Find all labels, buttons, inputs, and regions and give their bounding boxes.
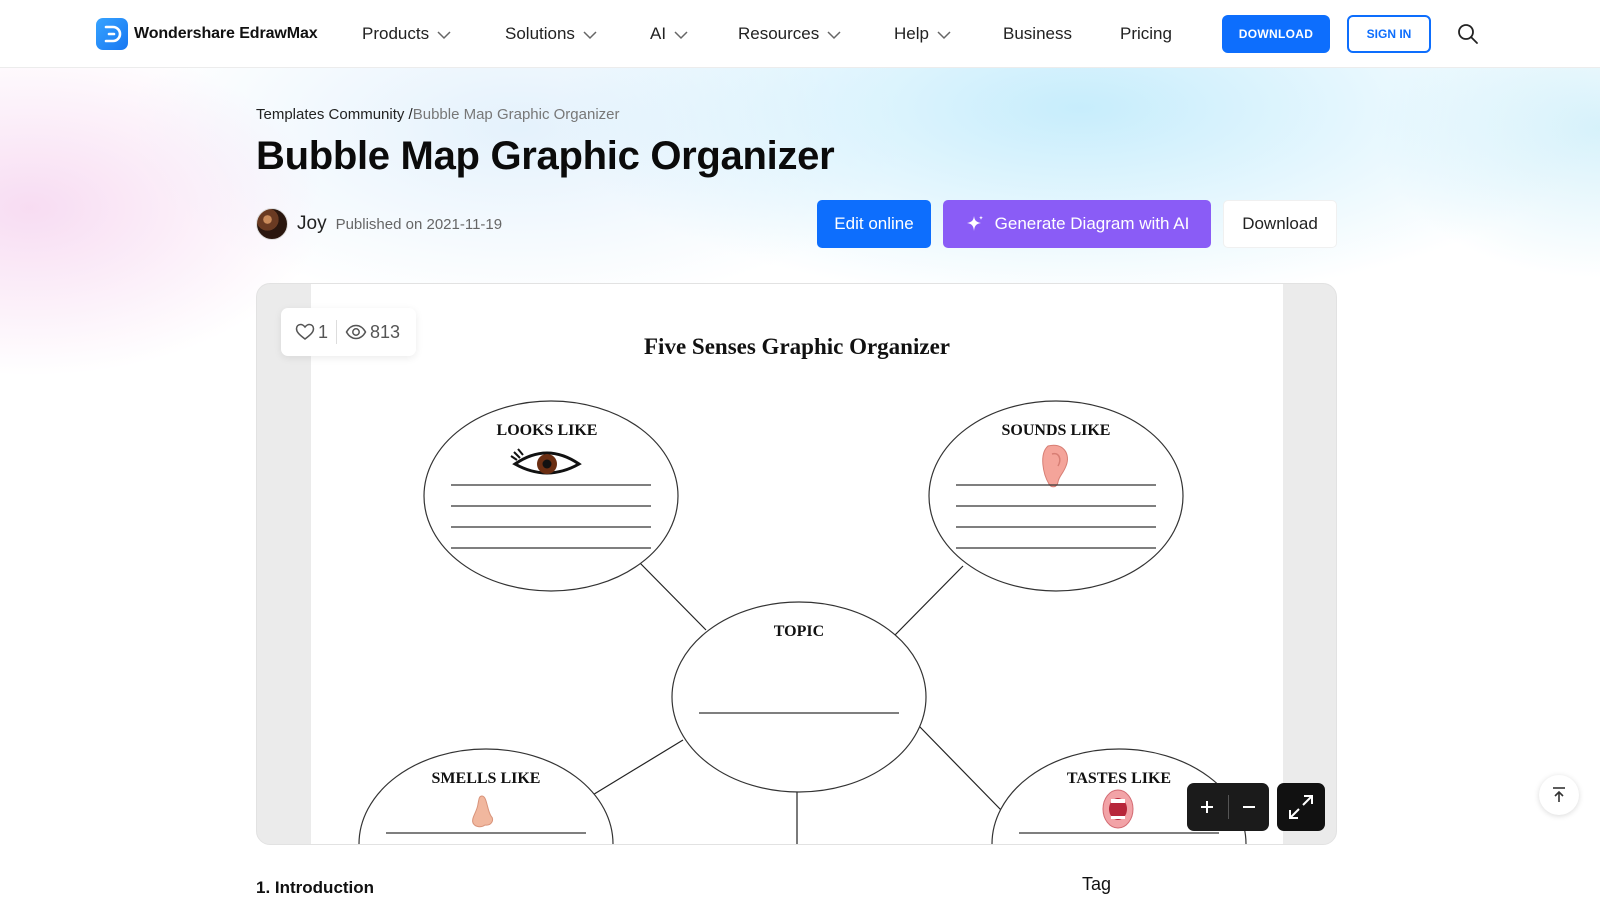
mouth-icon bbox=[1102, 789, 1134, 829]
view-count: 813 bbox=[370, 321, 401, 342]
zoom-controls bbox=[1187, 783, 1269, 831]
template-preview[interactable]: Five Senses Graphic Organizer LOOKS LIKE bbox=[256, 283, 1337, 845]
diagram-canvas: Five Senses Graphic Organizer LOOKS LIKE bbox=[311, 284, 1283, 844]
nav-business[interactable]: Business bbox=[1003, 22, 1072, 46]
stats-card: 1 813 bbox=[281, 308, 416, 356]
nav-products[interactable]: Products bbox=[362, 22, 451, 46]
diagram-title: Five Senses Graphic Organizer bbox=[644, 334, 950, 359]
eye-icon bbox=[510, 448, 582, 475]
top-navigation: Wondershare EdrawMax Products Solutions … bbox=[0, 0, 1600, 68]
chevron-down-icon bbox=[437, 30, 451, 39]
stats-divider bbox=[336, 320, 338, 344]
sign-in-button[interactable]: SIGN IN bbox=[1347, 15, 1431, 53]
like-counter[interactable]: 1 bbox=[295, 322, 328, 343]
bubble-looks-like-label: LOOKS LIKE bbox=[497, 422, 598, 439]
breadcrumb-parent-link[interactable]: Templates Community / bbox=[256, 106, 413, 123]
fullscreen-button[interactable] bbox=[1277, 783, 1325, 831]
nav-products-label: Products bbox=[362, 24, 430, 43]
chevron-down-icon bbox=[583, 30, 597, 39]
edit-online-button[interactable]: Edit online bbox=[817, 200, 931, 248]
bubble-tastes-like-label: TASTES LIKE bbox=[1067, 770, 1171, 787]
minus-icon bbox=[1242, 806, 1255, 808]
nav-business-label: Business bbox=[1003, 24, 1072, 43]
sparkle-icon bbox=[966, 215, 983, 231]
bubble-sounds-like-label: SOUNDS LIKE bbox=[1002, 422, 1111, 439]
bubble-tastes-like: TASTES LIKE bbox=[991, 748, 1247, 844]
eye-icon bbox=[345, 324, 367, 340]
bubble-sounds-like: SOUNDS LIKE bbox=[928, 400, 1184, 592]
bubble-topic-label: TOPIC bbox=[774, 623, 824, 640]
chevron-down-icon bbox=[674, 30, 688, 39]
plus-icon bbox=[1201, 801, 1214, 813]
section-introduction-heading: 1. Introduction bbox=[256, 878, 375, 897]
view-counter: 813 bbox=[345, 322, 400, 343]
header-download-button[interactable]: DOWNLOAD bbox=[1222, 15, 1330, 53]
nav-resources-label: Resources bbox=[738, 24, 820, 43]
nav-solutions[interactable]: Solutions bbox=[505, 22, 597, 46]
chevron-down-icon bbox=[937, 30, 951, 39]
author-avatar[interactable] bbox=[256, 208, 288, 240]
author-row: Joy Published on 2021-11-19 bbox=[256, 208, 502, 240]
tag-heading: Tag bbox=[1082, 874, 1112, 894]
published-date: Published on 2021-11-19 bbox=[335, 215, 503, 233]
arrow-up-icon bbox=[1553, 787, 1565, 802]
generate-diagram-ai-label: Generate Diagram with AI bbox=[994, 214, 1190, 233]
breadcrumb: Templates Community /Bubble Map Graphic … bbox=[256, 106, 620, 123]
like-count: 1 bbox=[318, 321, 329, 342]
download-button[interactable]: Download bbox=[1223, 200, 1337, 248]
nav-pricing[interactable]: Pricing bbox=[1120, 22, 1172, 46]
nav-resources[interactable]: Resources bbox=[738, 22, 841, 46]
zoom-in-button[interactable] bbox=[1187, 783, 1228, 831]
back-to-top-button[interactable] bbox=[1539, 775, 1579, 815]
nav-ai[interactable]: AI bbox=[650, 22, 688, 46]
bubble-smells-like-label: SMELLS LIKE bbox=[432, 770, 541, 787]
bubble-smells-like: SMELLS LIKE bbox=[358, 748, 614, 844]
author-name[interactable]: Joy bbox=[297, 213, 327, 234]
nav-help[interactable]: Help bbox=[894, 22, 951, 46]
edrawmax-logo-icon bbox=[96, 18, 128, 50]
generate-diagram-ai-button[interactable]: Generate Diagram with AI bbox=[943, 200, 1211, 248]
breadcrumb-current: Bubble Map Graphic Organizer bbox=[412, 106, 620, 123]
nose-icon bbox=[472, 795, 494, 828]
zoom-out-button[interactable] bbox=[1228, 783, 1269, 831]
nav-pricing-label: Pricing bbox=[1120, 24, 1172, 43]
diagram-connectors bbox=[590, 561, 1002, 844]
nav-help-label: Help bbox=[894, 24, 929, 43]
logo-text: Wondershare EdrawMax bbox=[134, 25, 318, 42]
bubble-map-diagram: Five Senses Graphic Organizer LOOKS LIKE bbox=[358, 334, 1247, 844]
search-icon bbox=[1458, 24, 1478, 44]
heart-icon bbox=[295, 323, 315, 340]
page-title: Bubble Map Graphic Organizer bbox=[256, 134, 835, 178]
bubble-looks-like: LOOKS LIKE bbox=[423, 400, 679, 592]
expand-icon bbox=[1289, 795, 1313, 819]
chevron-down-icon bbox=[827, 30, 841, 39]
zoom-divider bbox=[1227, 795, 1229, 819]
search-button[interactable] bbox=[1456, 22, 1480, 46]
bubble-topic: TOPIC bbox=[671, 601, 927, 793]
logo[interactable]: Wondershare EdrawMax bbox=[96, 18, 318, 50]
nav-solutions-label: Solutions bbox=[505, 24, 575, 43]
ear-icon bbox=[1042, 444, 1068, 488]
nav-ai-label: AI bbox=[650, 24, 667, 43]
